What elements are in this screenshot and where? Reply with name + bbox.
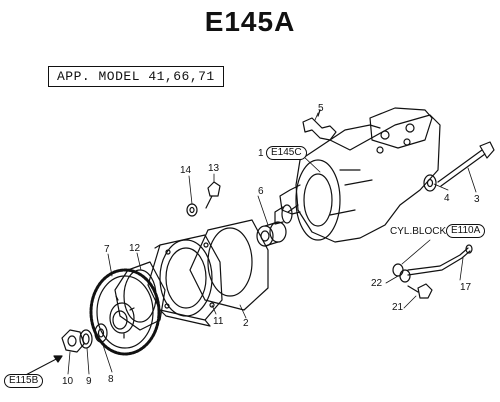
pump-reference-badge: E145C <box>266 146 307 160</box>
part-number-13: 13 <box>208 163 220 174</box>
part-number-12: 12 <box>129 243 141 254</box>
injection-pump-body <box>274 107 441 243</box>
washers-part-22 <box>392 263 411 283</box>
nut-part-10 <box>61 329 85 353</box>
part-number-6: 6 <box>258 186 264 197</box>
part-number-9: 9 <box>86 376 92 387</box>
cyl-block-label: CYL.BLOCK <box>390 226 447 237</box>
lock-washer-part-9 <box>79 329 93 349</box>
bolt-part-13 <box>205 181 221 209</box>
part-number-10: 10 <box>62 376 74 387</box>
part-number-4: 4 <box>444 193 450 204</box>
washer-part-8 <box>94 323 108 343</box>
part-number-21: 21 <box>392 302 404 313</box>
part-number-17: 17 <box>460 282 472 293</box>
adaptor-plate-part-11 <box>147 234 223 327</box>
part-number-8: 8 <box>108 374 114 385</box>
part-number-11: 11 <box>213 316 224 327</box>
pump-part-index: 1 <box>258 148 264 159</box>
part-number-3: 3 <box>474 194 480 205</box>
part-number-14: 14 <box>180 165 192 176</box>
diagram-title: E145A <box>204 6 296 37</box>
arrow-reference-badge: E115B <box>4 374 44 388</box>
washer-part-4 <box>423 174 437 192</box>
elbow-fitting-part-5 <box>302 109 337 141</box>
part-number-22: 22 <box>371 278 383 289</box>
bolt-part-21 <box>407 283 433 299</box>
part-number-7: 7 <box>104 244 110 255</box>
sleeve-part-6 <box>256 221 287 247</box>
cyl-block-reference-badge: E110A <box>446 224 486 238</box>
washer-part-14 <box>186 203 198 217</box>
gear-part-7 <box>89 268 161 356</box>
applicable-model-box: APP. MODEL 41,66,71 <box>48 66 224 87</box>
part-number-5: 5 <box>318 103 324 114</box>
gasket-part-2 <box>189 219 269 311</box>
pipe-part-17 <box>407 244 473 276</box>
part-number-2: 2 <box>243 318 249 329</box>
bolt-part-3 <box>437 141 495 187</box>
